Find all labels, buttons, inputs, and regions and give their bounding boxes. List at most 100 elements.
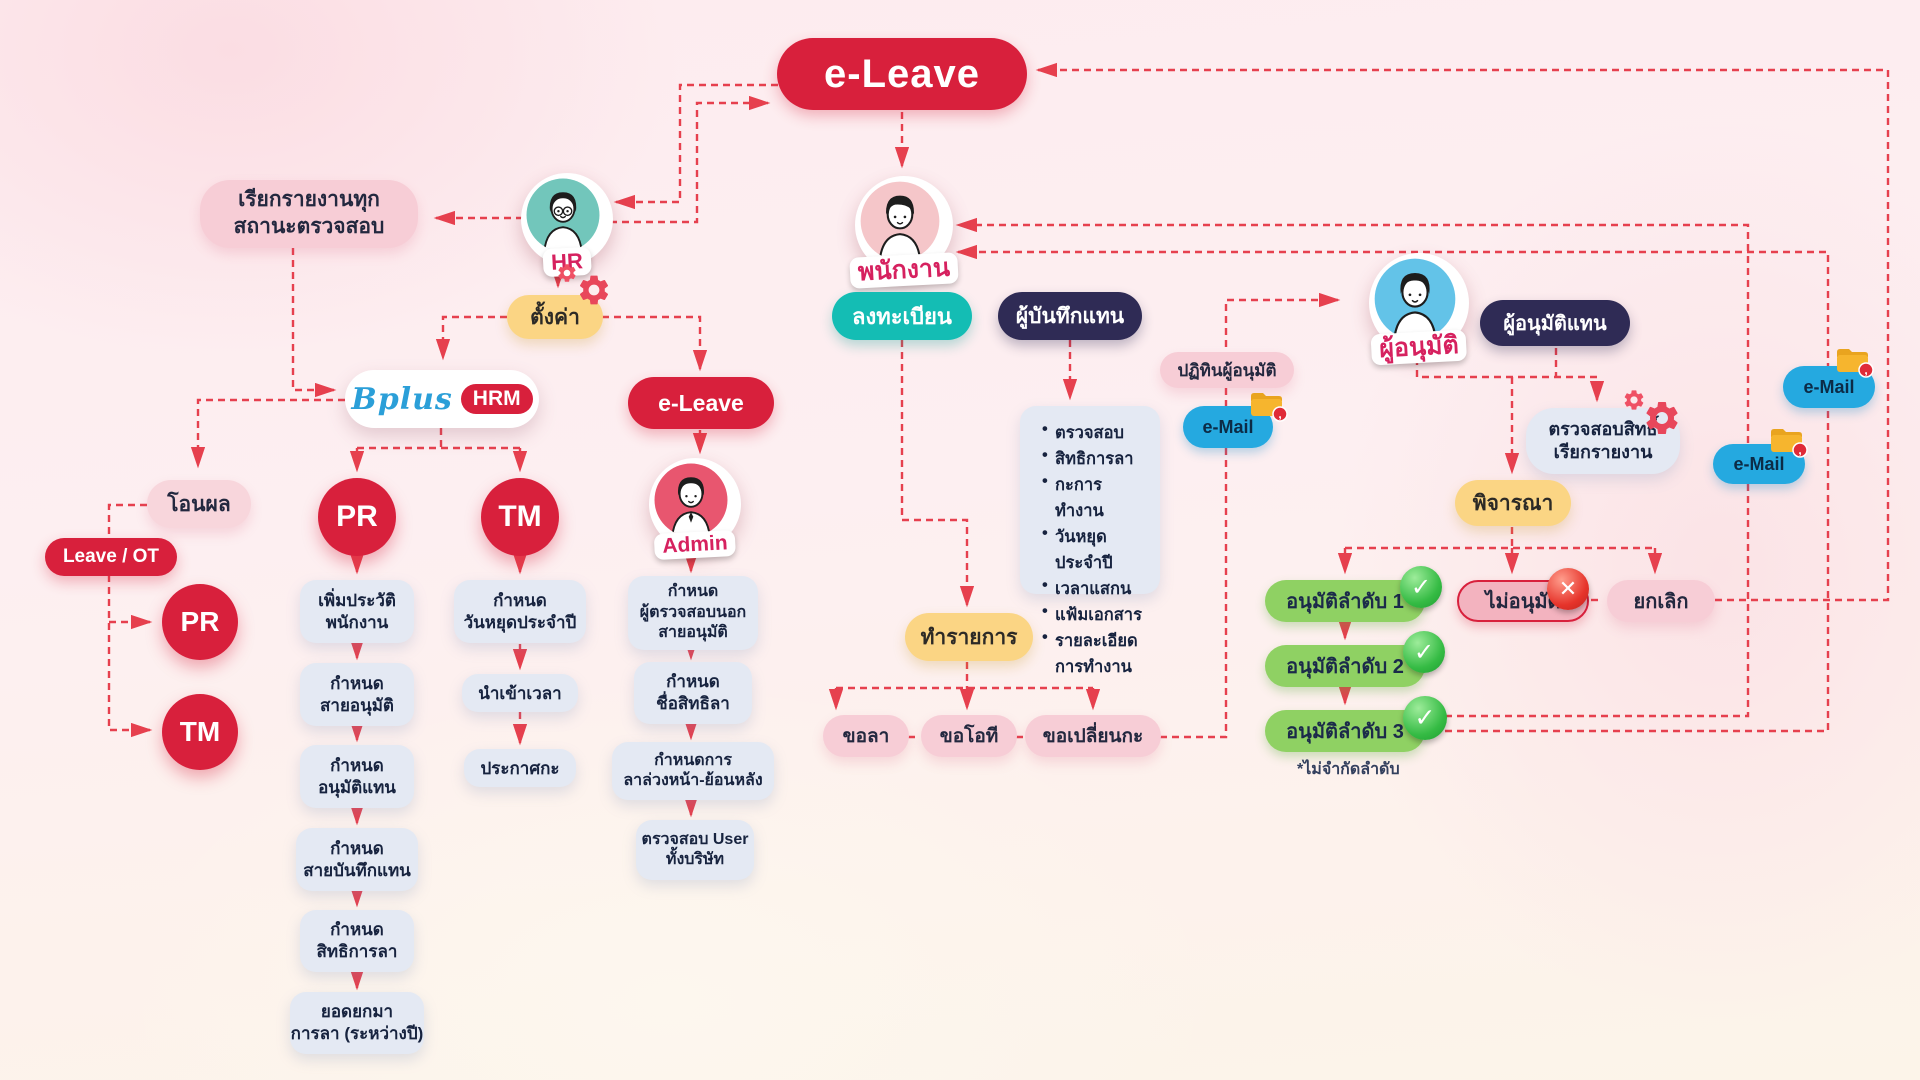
pr-text: PR — [180, 606, 220, 637]
report-all-status-text: เรียกรายงานทุก สถานะตรวจสอบ — [233, 188, 385, 238]
mail-folder-icon: , — [1837, 349, 1874, 378]
check-item: เวลาแสกน — [1042, 576, 1150, 602]
settings-text: ตั้งค่า — [530, 305, 580, 329]
check-items: ตรวจสอบ สิทธิการลา กะการทำงาน วันหยุดประ… — [1020, 406, 1160, 692]
gear-icon — [579, 275, 609, 305]
check-badge-icon: ✓ — [1400, 566, 1442, 608]
reject-text: ไม่อนุมัติ — [1485, 591, 1561, 613]
admin-step-box: กำหนด ชื่อสิทธิลา — [634, 662, 752, 724]
approver-avatar-icon — [1374, 258, 1456, 340]
request-ot-pill: ขอโอที — [921, 715, 1017, 757]
consider-text: พิจารณา — [1472, 491, 1554, 515]
eleave-title: e-Leave — [777, 38, 1027, 110]
cancel-pill: ยกเลิก — [1607, 580, 1715, 622]
tm-text: TM — [179, 716, 221, 747]
pr-step-box: กำหนด สิทธิการลา — [300, 910, 414, 972]
gear-icon — [558, 264, 576, 282]
email-text: e-Mail — [1202, 416, 1254, 437]
report-all-status-box: เรียกรายงานทุก สถานะตรวจสอบ — [200, 180, 418, 248]
approve-level-2-pill: อนุมัติลำดับ 2 — [1265, 645, 1425, 687]
check-item: กะการทำงาน — [1042, 472, 1150, 524]
transfer-result-text: โอนผล — [167, 492, 231, 516]
employee-label: พนักงาน — [849, 251, 959, 289]
approver-deputy-pill: ผู้อนุมัติแทน — [1480, 300, 1630, 346]
email-text: e-Mail — [1803, 376, 1855, 397]
tm-text: TM — [498, 500, 542, 533]
register-text: ลงทะเบียน — [852, 303, 952, 329]
register-pill: ลงทะเบียน — [832, 292, 972, 340]
approver-avatar: ผู้อนุมัติ — [1369, 253, 1469, 366]
request-leave-text: ขอลา — [842, 726, 890, 747]
eleave-module-pill: e-Leave — [628, 377, 774, 429]
admin-step-box: กำหนด ผู้ตรวจสอบนอก สายอนุมัติ — [628, 576, 758, 650]
recorder-deputy-text: ผู้บันทึกแทน — [1015, 304, 1125, 328]
gear-icon — [1646, 402, 1678, 434]
tm-step-box: นำเข้าเวลา — [462, 674, 578, 712]
admin-step-box: ตรวจสอบ User ทั้งบริษัท — [636, 820, 754, 880]
request-leave-pill: ขอลา — [823, 715, 909, 757]
leave-ot-text: Leave / OT — [62, 546, 160, 567]
approver-label: ผู้อนุมัติ — [1370, 329, 1468, 366]
admin-label: Admin — [653, 529, 737, 561]
employee-check-list: ตรวจสอบ สิทธิการลา กะการทำงาน วันหยุดประ… — [1020, 406, 1160, 676]
pr-step-box: ยอดยกมา การลา (ระหว่างปี) — [290, 992, 424, 1054]
approver-calendar-text: ปฏิทินผู้อนุมัติ — [1177, 360, 1277, 380]
tm-module-circle-small: TM — [162, 694, 238, 770]
request-ot-text: ขอโอที — [939, 726, 999, 747]
eleave-module-text: e-Leave — [658, 389, 744, 416]
check-item: สิทธิการลา — [1042, 446, 1150, 472]
gear-icon — [1624, 390, 1644, 410]
leave-ot-pill: Leave / OT — [45, 538, 177, 576]
mail-folder-icon: , — [1251, 393, 1288, 422]
svg-text:,: , — [1278, 407, 1281, 421]
cancel-text: ยกเลิก — [1633, 591, 1689, 613]
hr-avatar-icon — [526, 178, 600, 252]
check-item: รายละเอียด การทำงาน — [1042, 628, 1150, 680]
hrm-badge: HRM — [460, 384, 533, 414]
request-shift-change-pill: ขอเปลี่ยนกะ — [1025, 715, 1161, 757]
admin-avatar: Admin — [649, 458, 741, 561]
consider-pill: พิจารณา — [1455, 480, 1571, 526]
check-badge-icon: ✓ — [1403, 696, 1447, 740]
approver-calendar-pill: ปฏิทินผู้อนุมัติ — [1160, 352, 1294, 388]
check-item: ตรวจสอบ — [1042, 420, 1150, 446]
admin-step-box: กำหนดการ ลาล่วงหน้า-ย้อนหลัง — [612, 742, 774, 800]
check-badge-icon: ✓ — [1403, 631, 1445, 673]
pr-step-box: กำหนด สายอนุมัติ — [300, 663, 414, 726]
approver-deputy-text: ผู้อนุมัติแทน — [1503, 313, 1607, 335]
pr-text: PR — [336, 500, 378, 533]
employee-avatar-icon — [860, 181, 940, 261]
recorder-deputy-pill: ผู้บันทึกแทน — [998, 292, 1142, 340]
bplus-hrm-logo: Bplus HRM — [345, 370, 539, 428]
employee-avatar: พนักงาน — [849, 176, 959, 289]
unlimited-levels-note: *ไม่จำกัดลำดับ — [1297, 761, 1400, 778]
admin-avatar-icon — [654, 463, 728, 537]
make-request-pill: ทำรายการ — [905, 613, 1033, 661]
email-text: e-Mail — [1733, 453, 1785, 474]
pr-step-box: เพิ่มประวัติ พนักงาน — [300, 580, 414, 643]
tm-module-circle: TM — [481, 478, 559, 556]
make-request-text: ทำรายการ — [920, 625, 1018, 649]
pr-module-circle: PR — [318, 478, 396, 556]
approve-level-1-pill: อนุมัติลำดับ 1 — [1265, 580, 1425, 622]
svg-text:,: , — [1864, 363, 1867, 377]
transfer-result-box: โอนผล — [147, 480, 251, 528]
x-badge-icon: ✕ — [1547, 568, 1589, 610]
check-item: วันหยุดประจำปี — [1042, 524, 1150, 576]
approve-level-3-pill: อนุมัติลำดับ 3 — [1265, 710, 1425, 752]
hr-avatar: HR — [521, 173, 613, 277]
eleave-title-text: e-Leave — [824, 51, 980, 96]
check-item: แฟ้มเอกสาร — [1042, 602, 1150, 628]
bplus-logo-text: Bplus — [351, 381, 453, 417]
mail-folder-icon: , — [1771, 429, 1808, 458]
settings-box: ตั้งค่า — [507, 295, 603, 339]
tm-step-box: กำหนด วันหยุดประจำปี — [454, 580, 586, 643]
pr-step-box: กำหนด อนุมัติแทน — [300, 745, 414, 808]
request-shift-change-text: ขอเปลี่ยนกะ — [1042, 726, 1144, 747]
pr-module-circle-small: PR — [162, 584, 238, 660]
svg-text:,: , — [1798, 443, 1801, 457]
tm-step-box: ประกาศกะ — [464, 749, 576, 787]
email-pill: e-Mail — [1783, 366, 1875, 408]
